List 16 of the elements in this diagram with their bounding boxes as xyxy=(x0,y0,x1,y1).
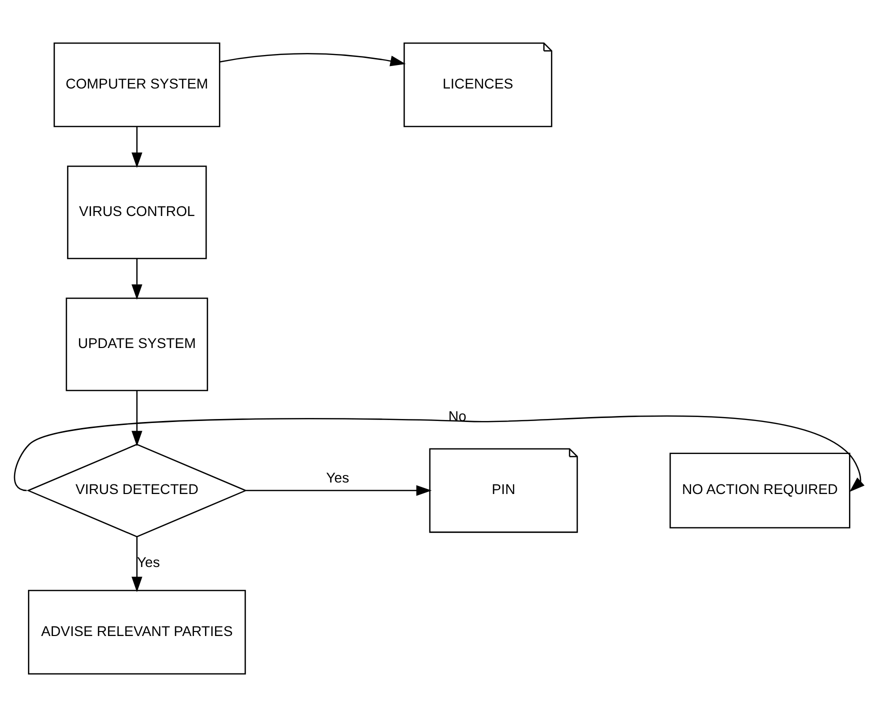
edge-label: No xyxy=(448,408,466,424)
arrow xyxy=(245,485,432,496)
node-box: NO ACTION REQUIRED xyxy=(669,452,850,528)
arrow xyxy=(131,258,142,300)
edge-label: Yes xyxy=(136,554,160,570)
arrow xyxy=(131,390,142,446)
arrow xyxy=(219,52,406,66)
arrow xyxy=(131,126,142,168)
node-box: UPDATE SYSTEM xyxy=(65,298,208,392)
node-box: VIRUS CONTROL xyxy=(66,166,206,260)
arrow xyxy=(13,415,864,492)
arrow xyxy=(131,536,142,592)
node-box: COMPUTER SYSTEM xyxy=(53,42,220,128)
node-diamond: VIRUS DETECTED xyxy=(26,444,247,538)
node-box: ADVISE RELEVANT PARTIES xyxy=(27,590,246,674)
edge-label: Yes xyxy=(326,470,349,486)
